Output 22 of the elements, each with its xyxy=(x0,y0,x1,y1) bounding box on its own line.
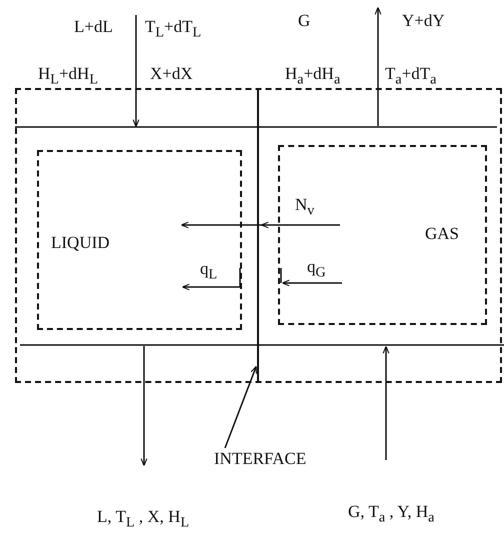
leader-line xyxy=(224,366,257,448)
phase-box xyxy=(37,150,242,330)
variable-label: H$_{L}$+dH$_{L}$ xyxy=(38,65,98,88)
variable-label: q$_{G}$ xyxy=(307,258,326,281)
variable-label: q$_{L}$ xyxy=(200,260,218,283)
variable-label: T$_{L}$+dT$_{L}$ xyxy=(145,18,202,41)
phase-label: LIQUID xyxy=(51,234,110,253)
variable-label: Y+dY xyxy=(402,12,445,31)
interface-line xyxy=(257,88,259,383)
phase-box xyxy=(278,145,487,325)
control-volume-box xyxy=(15,88,502,383)
variable-label: H$_{a}$+dH$_{a}$ xyxy=(285,65,340,88)
variable-label: L, T$_{L}$ , X, H$_{L}$ xyxy=(97,508,190,531)
variable-label: G xyxy=(298,12,310,31)
variable-label: X+dX xyxy=(150,65,193,84)
arrow xyxy=(182,222,340,228)
edge-label: N$_{v}$ xyxy=(295,196,314,219)
interface-label: INTERFACE xyxy=(214,450,306,469)
phase-label: GAS xyxy=(425,225,460,244)
variable-label: G, T$_{a}$ , Y, H$_{a}$ xyxy=(348,503,434,526)
variable-label: T$_{a}$+dT$_{a}$ xyxy=(385,65,436,88)
variable-label: L+dL xyxy=(74,18,113,37)
